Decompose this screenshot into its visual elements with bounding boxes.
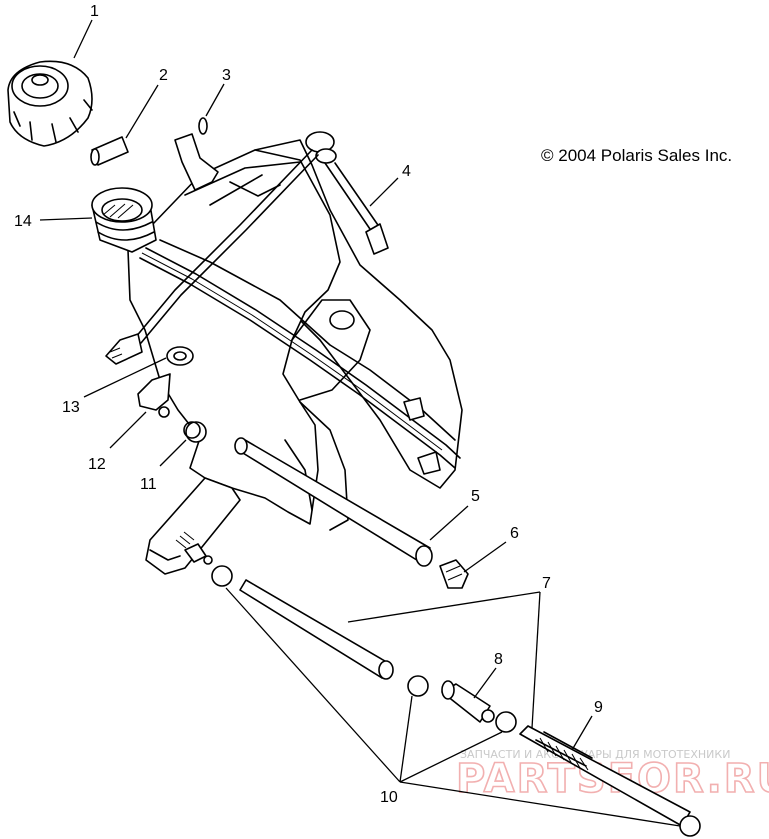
fuel-tank <box>127 133 463 575</box>
callout-7: 7 <box>542 575 551 592</box>
callout-4: 4 <box>402 163 411 180</box>
clamp-10b <box>407 675 429 697</box>
callout-2: 2 <box>159 67 168 84</box>
fuel-sender <box>105 131 389 365</box>
callout-13: 13 <box>62 399 80 416</box>
filler-neck <box>91 187 157 253</box>
callout-3: 3 <box>222 67 231 84</box>
callout-5: 5 <box>471 488 480 505</box>
copyright-notice: © 2004 Polaris Sales Inc. <box>541 146 732 165</box>
callout-12: 12 <box>88 456 106 473</box>
callout-10: 10 <box>380 789 398 806</box>
clamp-6 <box>439 559 469 589</box>
clamp-11 <box>183 421 207 443</box>
callout-6: 6 <box>510 525 519 542</box>
grommet <box>166 346 194 366</box>
watermark-caption: ЗАПЧАСТИ И АКСЕССУАРЫ ДЛЯ МОТОТЕХНИКИ <box>460 748 730 761</box>
clamp-10d <box>679 815 701 837</box>
elbow-fitting <box>137 373 171 418</box>
callout-1: 1 <box>90 3 99 20</box>
callout-9: 9 <box>594 699 603 716</box>
fuel-filter <box>441 680 495 723</box>
vent-valve <box>90 136 129 166</box>
hose-7 <box>239 579 394 680</box>
hose-9 <box>519 725 691 827</box>
callout-8: 8 <box>494 651 503 668</box>
hose-5 <box>234 437 433 567</box>
clip <box>198 117 208 135</box>
clamp-10c <box>495 711 517 733</box>
clamp-10a <box>211 565 233 587</box>
leader-lines <box>39 19 681 827</box>
callout-11: 11 <box>140 476 157 493</box>
callout-14: 14 <box>14 213 32 230</box>
fuel-cap <box>7 60 93 147</box>
